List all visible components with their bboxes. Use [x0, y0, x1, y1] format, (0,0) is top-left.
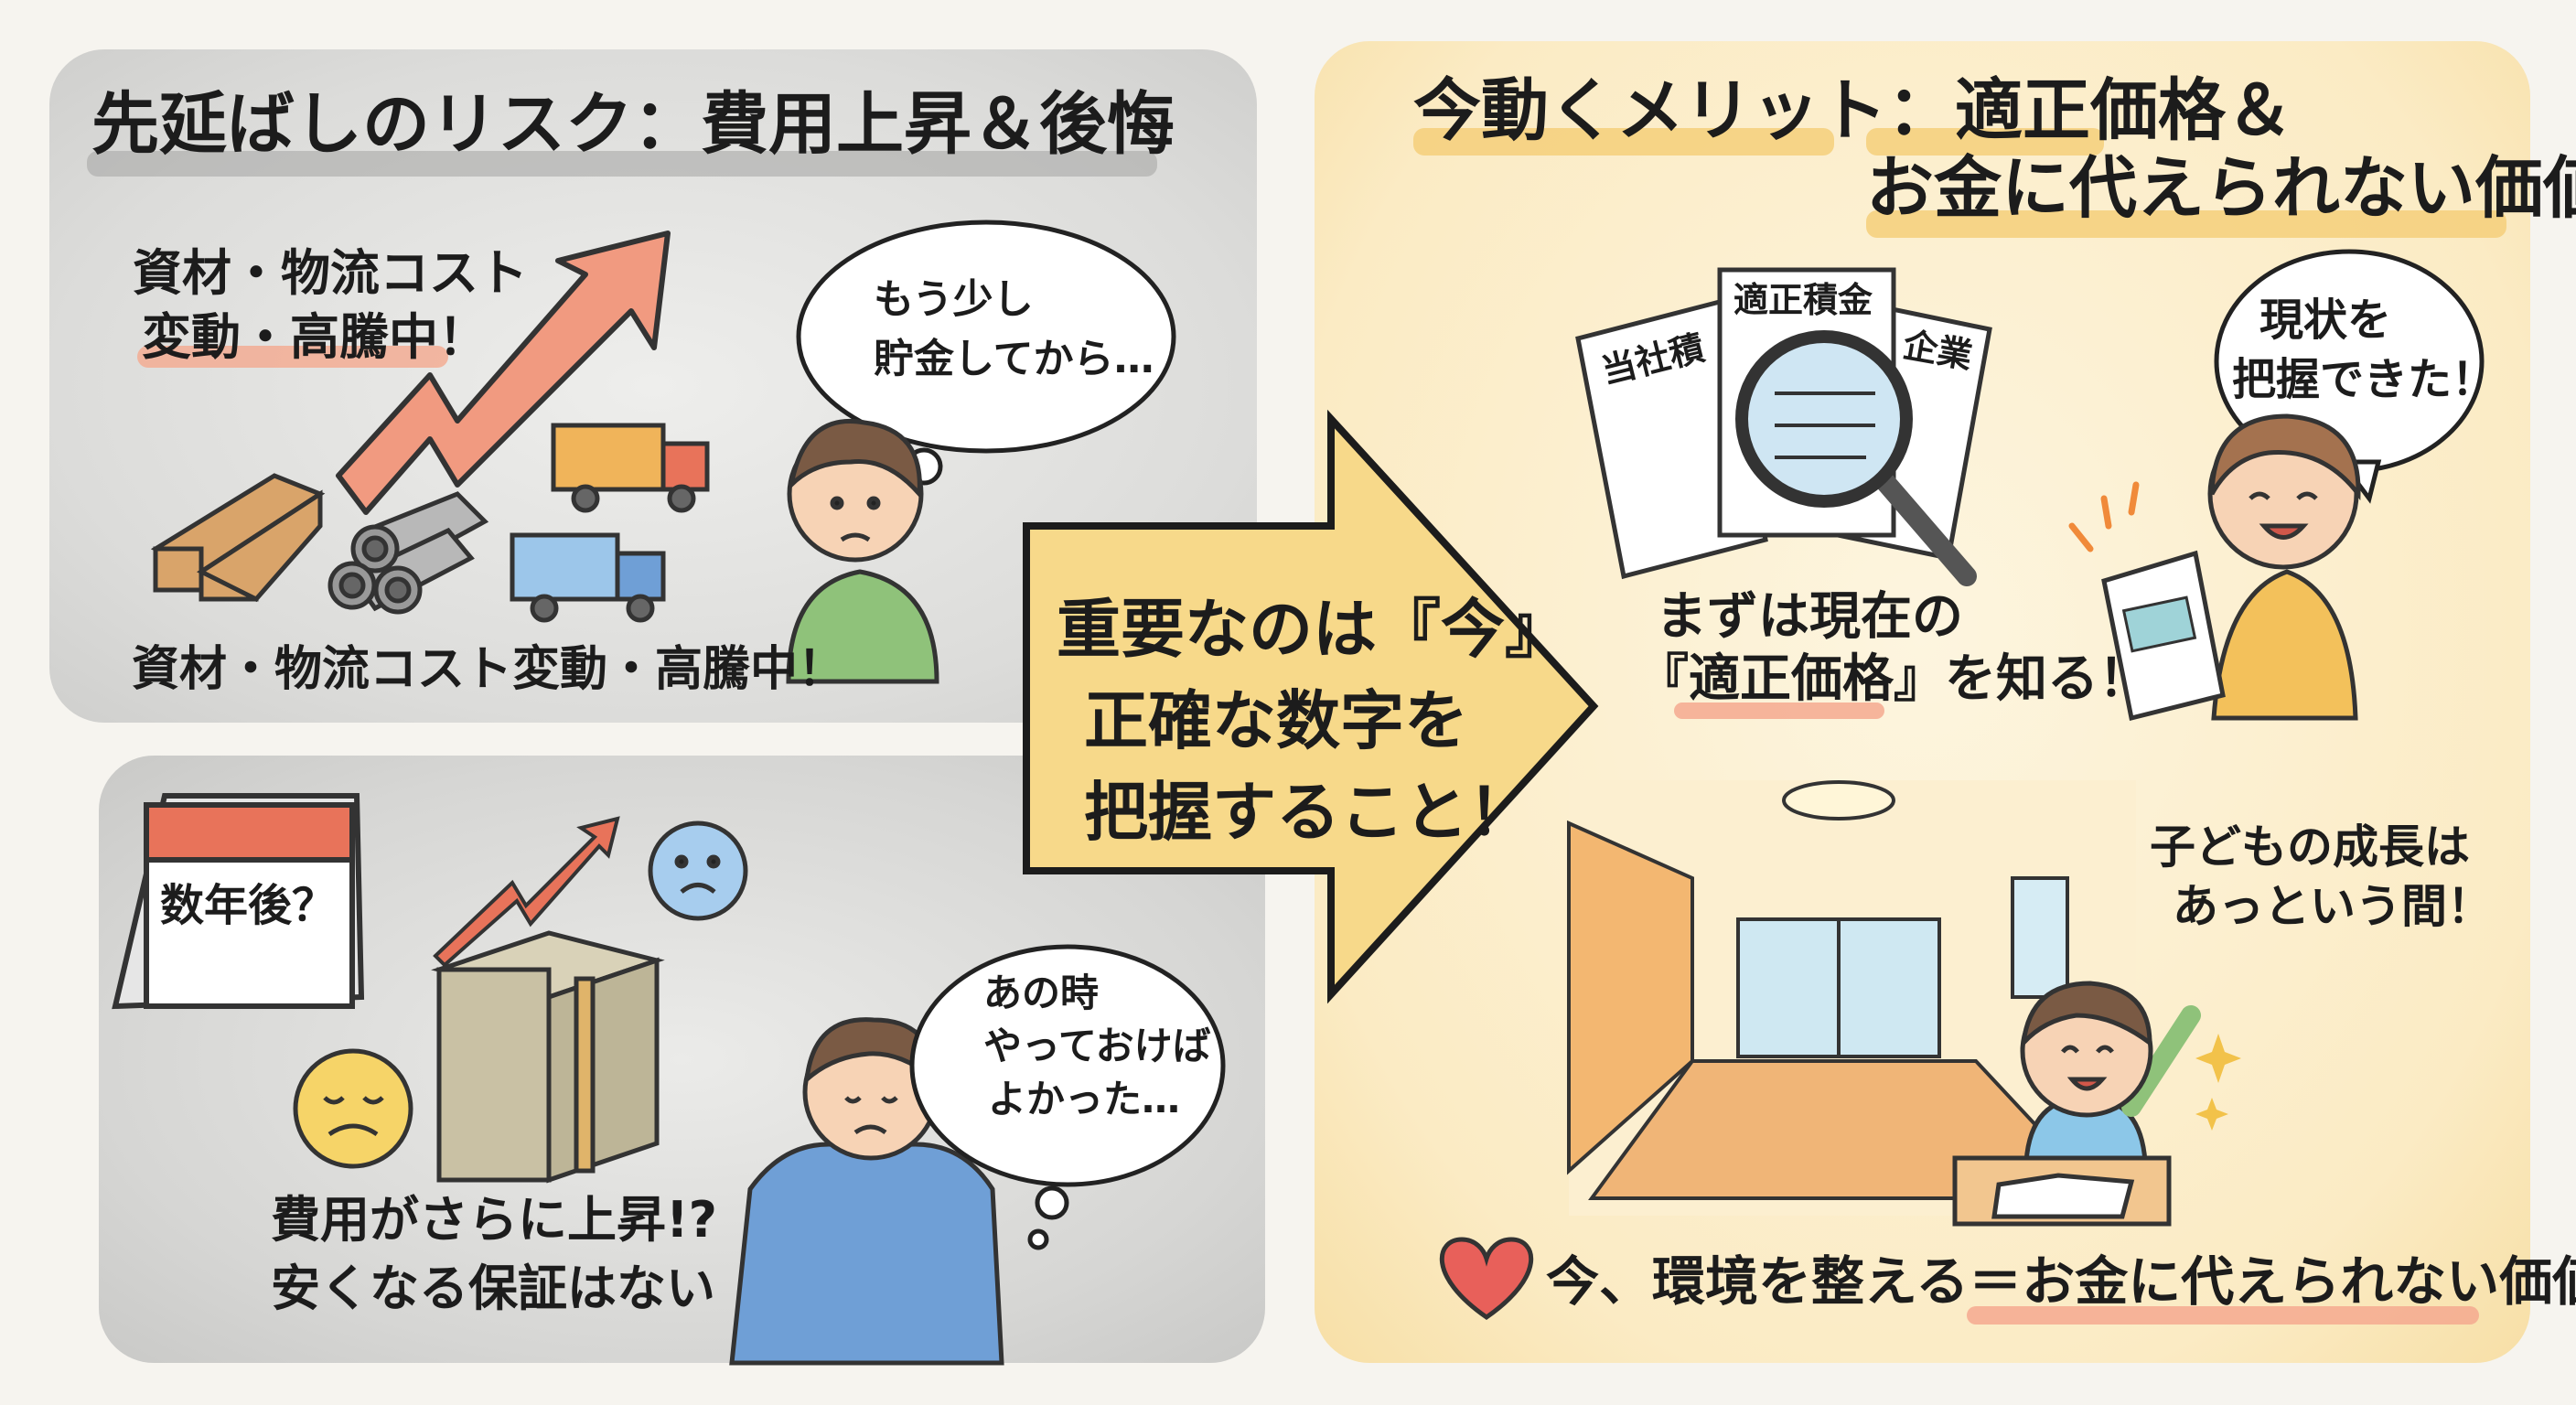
regret-line1: あの時: [983, 971, 1100, 1015]
center-arrow-callout: [1023, 409, 1599, 1004]
child-growth-line2: あっという間！: [2173, 880, 2493, 933]
magnifier-icon: [1735, 330, 1977, 586]
title-highlight-3: [1866, 210, 2506, 238]
heart-icon: [1439, 1237, 1534, 1321]
cost-caption: 資材・物流コスト変動・高騰中！: [132, 642, 846, 697]
price-caption-line1: まずは現在の: [1656, 587, 1963, 647]
lumber-icon: [150, 473, 326, 603]
sparkle-star-icon: [2195, 1034, 2241, 1131]
happy-boy-figure: [1952, 981, 2201, 1227]
rise-caption-line1: 費用がさらに上昇!?: [271, 1191, 717, 1249]
merit-title-line2: お金に代えられない価値: [1866, 149, 2576, 228]
title-highlight-1: [1413, 128, 1834, 156]
title-highlight-2: [1866, 128, 2104, 156]
center-line2: 正確な数字を: [1084, 683, 1468, 758]
title-underline: [87, 151, 1157, 177]
regret-line2: やっておけば: [983, 1024, 1211, 1068]
thought-bubble: [796, 220, 1176, 520]
thought-line1: もう少し: [874, 276, 1034, 323]
speech-line1: 現状を: [2259, 295, 2392, 346]
callout-highlight: [137, 346, 448, 368]
steel-pipes-icon: [327, 491, 489, 615]
cost-callout-line2: 変動・高騰中！: [142, 308, 488, 366]
bottom-message: 今、環境を整える＝お金に代えられない価値: [1546, 1250, 2576, 1313]
speech-line2: 把握できた！: [2232, 354, 2496, 405]
happy-woman-figure: [2101, 413, 2361, 722]
blue-truck-icon: [510, 532, 666, 623]
regret-line3: よかった…: [988, 1077, 1181, 1121]
bottom-underline: [1967, 1306, 2479, 1325]
thought-line2: 貯金してから…: [874, 336, 1154, 382]
orange-truck-icon: [551, 423, 710, 513]
sparkle-lines-icon: [2068, 481, 2140, 552]
rising-cost-arrow-icon: [336, 231, 671, 515]
rise-caption-line2: 安くなる保証はない: [271, 1260, 715, 1317]
doc-center-label: 適正積金: [1733, 280, 1873, 320]
price-caption-line2: 『適正価格』を知る！: [1637, 649, 2150, 709]
money-stack-icon: [431, 930, 665, 1184]
caption-highlight: [1674, 702, 1884, 719]
child-growth-line1: 子どもの成長は: [2150, 820, 2470, 874]
thought-bubble: [909, 944, 1226, 1250]
up-arrow-icon: [433, 816, 620, 968]
sad-blue-face-icon: [648, 820, 748, 921]
risk-title: 先延ばしのリスク：費用上昇＆後悔: [91, 85, 1175, 164]
merit-title-line1: 今動くメリット：適正価格＆: [1413, 71, 2293, 150]
center-line1: 重要なのは『今』: [1057, 592, 1569, 667]
worried-man-figure: [786, 419, 939, 684]
center-line3: 把握すること！: [1084, 775, 1532, 850]
sad-yellow-face-icon: [293, 1048, 413, 1169]
cost-callout-line1: 資材・物流コスト: [133, 244, 528, 302]
regretful-man-figure: [729, 1017, 1004, 1366]
calendar-icon: [112, 793, 365, 1010]
calendar-label: 数年後？: [160, 880, 337, 931]
